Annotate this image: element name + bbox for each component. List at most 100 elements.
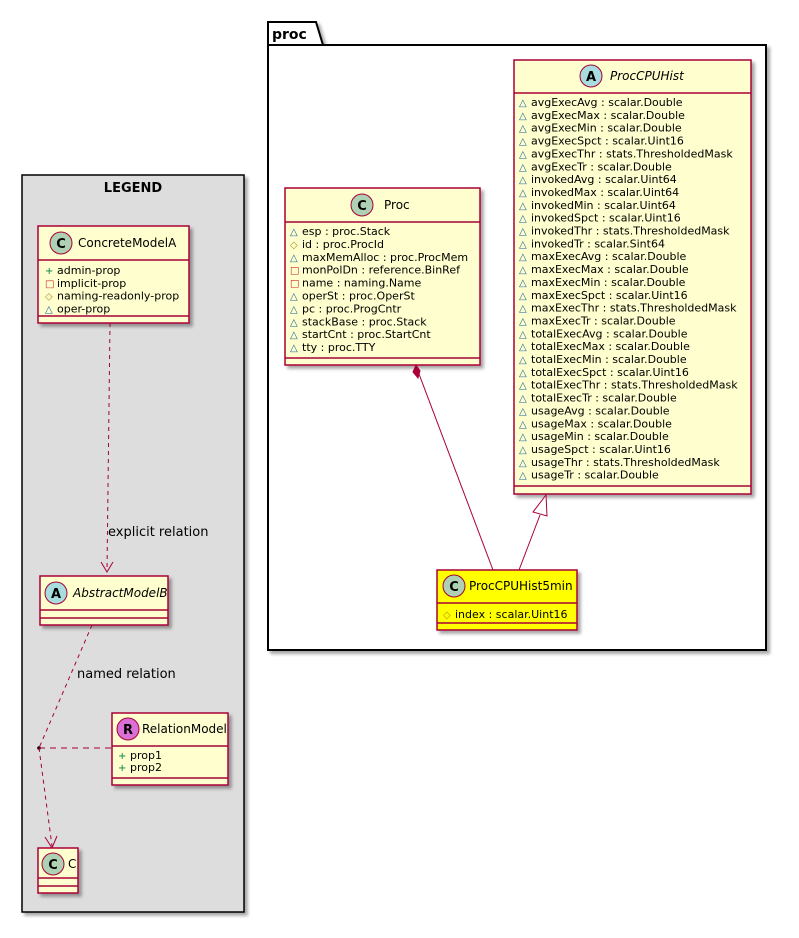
visibility-icon: △ (45, 304, 53, 315)
attribute-list: △avgExecAvg : scalar.Double△avgExecMax :… (519, 96, 738, 482)
attribute: invokedAvg : scalar.Uint64 (531, 173, 677, 186)
attribute: invokedMin : scalar.Uint64 (531, 199, 676, 212)
visibility-icon: △ (519, 188, 527, 199)
attribute: oper-prop (57, 302, 110, 315)
composition-edge (412, 363, 494, 571)
class-badge-icon (442, 574, 466, 598)
attribute: usageMax : scalar.Double (531, 417, 672, 430)
attribute: invokedSpct : scalar.Uint16 (531, 212, 681, 225)
visibility-icon: △ (519, 406, 527, 417)
attribute: invokedTr : scalar.Sint64 (531, 237, 665, 250)
visibility-icon: △ (290, 330, 298, 341)
visibility-icon: △ (519, 368, 527, 379)
visibility-icon: △ (519, 239, 527, 250)
class-badge-icon (41, 852, 65, 876)
attribute: implicit-prop (57, 277, 126, 290)
visibility-icon: △ (519, 458, 527, 469)
visibility-icon: △ (519, 329, 527, 340)
visibility-icon: △ (519, 471, 527, 482)
attribute: prop2 (130, 761, 162, 774)
class-badge-letter: C (56, 237, 66, 252)
attribute: usageSpct : scalar.Uint16 (531, 443, 671, 456)
attribute: totalExecMax : scalar.Double (531, 340, 690, 353)
attribute: maxExecMax : scalar.Double (531, 263, 689, 276)
class-proc[interactable]: C Proc △esp : proc.Stack◇id : proc.ProcI… (284, 187, 481, 366)
explicit-relation-label: explicit relation (108, 525, 208, 540)
explicit-relation-edge: explicit relation (100, 322, 208, 573)
visibility-icon: △ (290, 292, 298, 303)
visibility-icon: □ (45, 279, 54, 290)
attribute: totalExecAvg : scalar.Double (531, 327, 688, 340)
visibility-icon: △ (519, 304, 527, 315)
visibility-icon: + (45, 266, 53, 277)
class-concrete-model-a[interactable]: C ConcreteModelA +admin-prop□implicit-pr… (37, 225, 190, 324)
visibility-icon: △ (519, 342, 527, 353)
visibility-icon: △ (519, 355, 527, 366)
attribute: usageAvg : scalar.Double (531, 404, 670, 417)
abstract-badge-icon (44, 581, 68, 605)
visibility-icon: △ (290, 343, 298, 354)
legend-title: LEGEND (104, 181, 163, 196)
attribute: admin-prop (57, 264, 120, 277)
attribute: invokedMax : scalar.Uint64 (531, 186, 679, 199)
attribute: usageThr : stats.ThresholdedMask (531, 456, 720, 469)
visibility-icon: △ (519, 124, 527, 135)
visibility-icon: ◇ (45, 292, 53, 303)
attribute-list: + admin-prop□implicit-prop ◇ naming-readonl… (45, 264, 179, 315)
attribute: startCnt : proc.StartCnt (302, 328, 431, 341)
attribute: tty : proc.TTY (302, 341, 376, 354)
attribute: avgExecMax : scalar.Double (531, 109, 685, 122)
attribute: monPolDn : reference.BinRef (302, 264, 461, 277)
visibility-icon: ◇ (443, 610, 451, 621)
attribute: maxExecMin : scalar.Double (531, 276, 686, 289)
named-relation-edge: named relation (37, 624, 176, 850)
attribute: maxMemAlloc : proc.ProcMem (302, 251, 468, 264)
class-badge-letter: A (51, 587, 61, 602)
attribute: maxExecAvg : scalar.Double (531, 250, 687, 263)
attribute: maxExecThr : stats.ThresholdedMask (531, 302, 737, 315)
attribute: esp : proc.Stack (302, 225, 391, 238)
attribute: totalExecThr : stats.ThresholdedMask (531, 379, 738, 392)
visibility-icon: + (118, 751, 126, 762)
attribute: stackBase : proc.Stack (302, 315, 427, 328)
visibility-icon: △ (290, 304, 298, 315)
visibility-icon: △ (519, 162, 527, 173)
visibility-icon: △ (519, 252, 527, 263)
visibility-icon: △ (519, 214, 527, 225)
class-c[interactable]: C C (37, 847, 79, 894)
class-name: C (68, 857, 76, 871)
visibility-icon: △ (519, 432, 527, 443)
class-proc-cpu-hist-5min[interactable]: C ProcCPUHist5min ◇index : scalar.Uint16 (436, 569, 578, 631)
class-badge-icon (49, 231, 73, 255)
attribute: invokedThr : stats.ThresholdedMask (531, 225, 730, 238)
attribute: totalExecSpct : scalar.Uint16 (531, 366, 689, 379)
attribute: totalExecTr : scalar.Double (531, 392, 677, 405)
attribute: maxExecTr : scalar.Double (531, 314, 676, 327)
attribute: naming-readonly-prop (57, 290, 179, 303)
named-relation-label: named relation (77, 667, 176, 682)
visibility-icon: △ (519, 175, 527, 186)
class-name: Proc (384, 198, 410, 212)
class-proc-cpu-hist[interactable]: A ProcCPUHist △avgExecAvg : scalar.Doubl… (513, 59, 752, 495)
visibility-icon: △ (290, 227, 298, 238)
class-badge-letter: C (449, 580, 459, 595)
class-name: RelationModel (142, 722, 227, 736)
attribute: usageMin : scalar.Double (531, 430, 669, 443)
abstract-badge-icon (579, 64, 603, 88)
visibility-icon: △ (519, 419, 527, 430)
visibility-icon: △ (290, 253, 298, 264)
attribute: avgExecTr : scalar.Double (531, 160, 672, 173)
attribute-list: +prop1+prop2 (118, 749, 162, 774)
attribute: id : proc.ProcId (302, 238, 384, 251)
class-relation-model[interactable]: R RelationModel +prop1+prop2 (111, 712, 229, 786)
attribute-list: △esp : proc.Stack◇id : proc.ProcId△maxMe… (290, 225, 468, 354)
visibility-icon: △ (519, 381, 527, 392)
attribute: pc : proc.ProgCntr (302, 302, 402, 315)
class-badge-letter: R (123, 723, 133, 738)
visibility-icon: □ (290, 266, 299, 277)
class-abstract-model-b[interactable]: A AbstractModelB (39, 575, 169, 626)
visibility-icon: △ (519, 227, 527, 238)
visibility-icon: △ (519, 111, 527, 122)
package-name: proc (272, 27, 307, 43)
